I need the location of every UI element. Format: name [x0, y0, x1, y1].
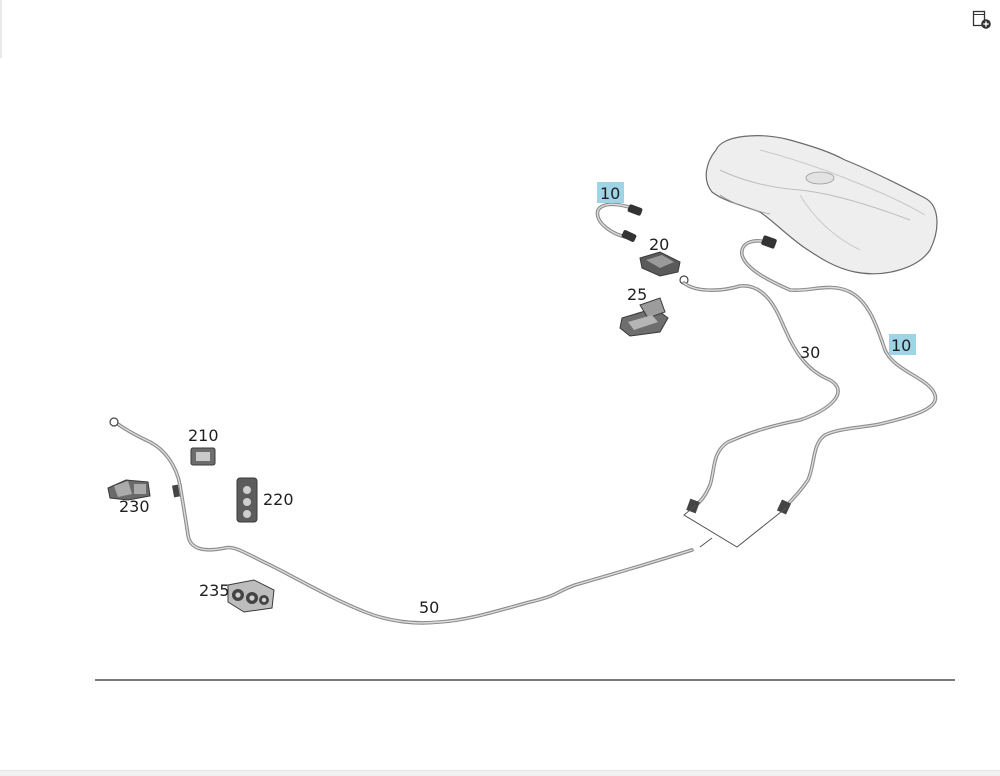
callout-230[interactable]: 230: [119, 497, 150, 516]
callout-highlight: [597, 182, 624, 203]
fuel-line-10-right: [740, 235, 938, 515]
part-220-holder: [236, 477, 258, 523]
callout-highlight: [889, 334, 916, 355]
viewer-left-edge: [0, 0, 2, 58]
callout-30[interactable]: 30: [800, 343, 820, 362]
viewer-bottom-bar: [0, 770, 1000, 776]
callout-235[interactable]: 235: [199, 581, 230, 600]
add-to-list-button[interactable]: [970, 8, 994, 32]
callout-20[interactable]: 20: [649, 235, 669, 254]
part-20-connector: [639, 251, 689, 285]
callout-10-right[interactable]: 10: [889, 334, 916, 355]
callout-label: 10: [600, 184, 620, 203]
part-210-clip: [190, 447, 216, 466]
callout-label: 10: [891, 336, 911, 355]
callout-210[interactable]: 210: [188, 426, 219, 445]
callout-220[interactable]: 220: [263, 490, 294, 509]
fuel-line-30: [682, 281, 840, 514]
fuel-line-50: [109, 417, 694, 625]
part-230-clip-set: [107, 479, 151, 501]
callout-10-upper[interactable]: 10: [597, 182, 624, 203]
callout-50[interactable]: 50: [419, 598, 439, 617]
fuel-line-10-upper: [595, 202, 643, 242]
part-25-bracket: [619, 297, 669, 337]
callout-25[interactable]: 25: [627, 285, 647, 304]
fuel-tank: [705, 135, 938, 275]
joint-leader-lines: [683, 504, 787, 548]
add-to-list-icon: [972, 10, 991, 29]
part-235-clamp: [227, 579, 275, 613]
